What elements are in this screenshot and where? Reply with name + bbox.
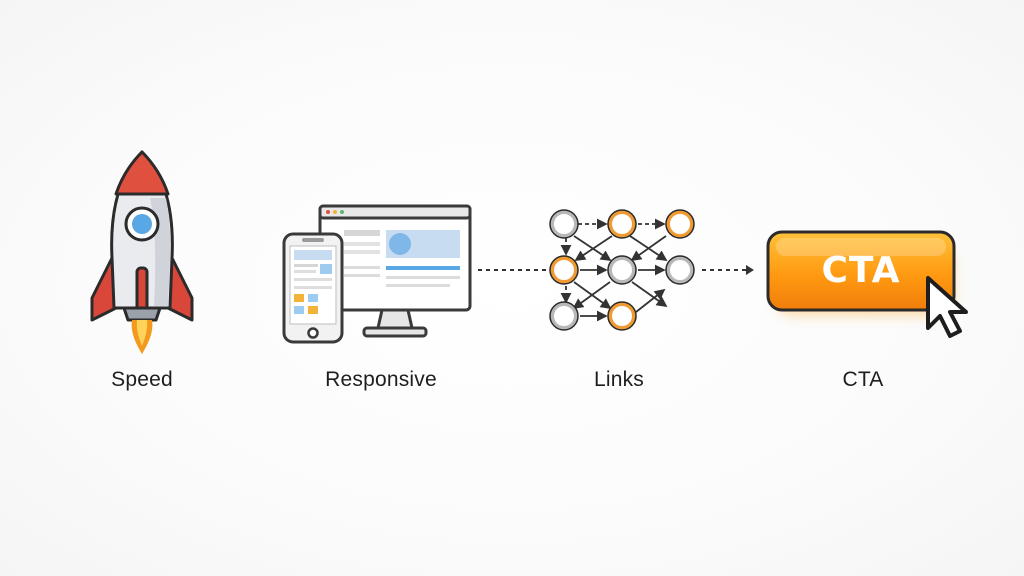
- dotted-connector-arrow: [702, 265, 754, 275]
- step-label-speed: Speed: [111, 368, 173, 391]
- devices-icon: [282, 204, 474, 351]
- step-label-responsive: Responsive: [325, 368, 437, 391]
- dotted-connector: [478, 269, 546, 271]
- step-label-cta: CTA: [842, 368, 884, 391]
- rocket-icon: [86, 148, 198, 363]
- cta-button-icon: CTA: [762, 226, 982, 351]
- step-label-links: Links: [593, 368, 645, 391]
- link-network-icon: [544, 206, 704, 341]
- cta-button-text: CTA: [821, 250, 901, 291]
